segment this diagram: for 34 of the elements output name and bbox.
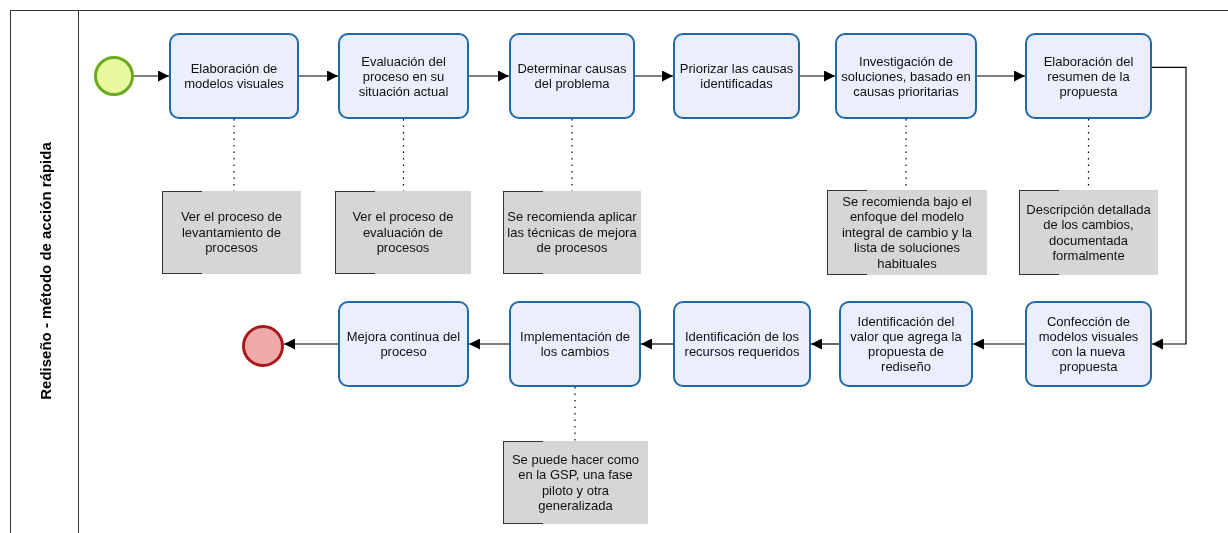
task-box: Determinar causas del problema [509,33,635,119]
pool [10,10,1228,533]
sequence-arrow [468,338,510,350]
annotation-box: Ver el proceso de evaluación de procesos [335,191,471,274]
task-box: Elaboración de modelos visuales [169,33,299,119]
task-box: Evaluación del proceso en su situación actual [338,33,469,119]
annotation-box: Ver el proceso de levantamiento de procesos [162,191,301,274]
sequence-arrow [283,338,339,350]
task-box: Investigación de soluciones, basado en causas prioritarias [835,33,977,119]
sequence-arrow [468,70,510,82]
sequence-arrow [976,70,1026,82]
end-event-circle [242,325,284,367]
sequence-arrow [298,70,339,82]
association-line [574,386,576,442]
start-event-circle [94,56,134,96]
sequence-arrow [810,338,840,350]
sequence-arrow [799,70,836,82]
task-box: Confección de modelos visuales con la nueva propuesta [1025,301,1152,387]
annotation-box: Se recomienda aplicar las técnicas de mejora de procesos [503,191,641,274]
annotation-box: Descripción detallada de los cambios, documentada formalmente [1019,190,1158,275]
task-box: Identificación del valor que agrega la propuesta de rediseño [839,301,973,387]
task-box: Identificación de los recursos requeridos [673,301,811,387]
task-box: Elaboración del resumen de la propuesta [1025,33,1152,119]
annotation-box: Se puede hacer como en la GSP, una fase piloto y otra generalizada [503,441,648,524]
pool-label: Rediseño - método de acción rápida [36,142,54,400]
task-box: Mejora continua del proceso [338,301,469,387]
sequence-arrow [972,338,1026,350]
sequence-arrow [640,338,674,350]
task-box: Priorizar las causas identificadas [673,33,800,119]
sequence-arrow [1151,66,1187,350]
sequence-arrow [133,70,170,82]
task-box: Implementación de los cambios [509,301,641,387]
sequence-arrow [634,70,674,82]
annotation-box: Se recomienda bajo el enfoque del modelo integral de cambio y la lista de soluciones habituales [827,190,987,275]
